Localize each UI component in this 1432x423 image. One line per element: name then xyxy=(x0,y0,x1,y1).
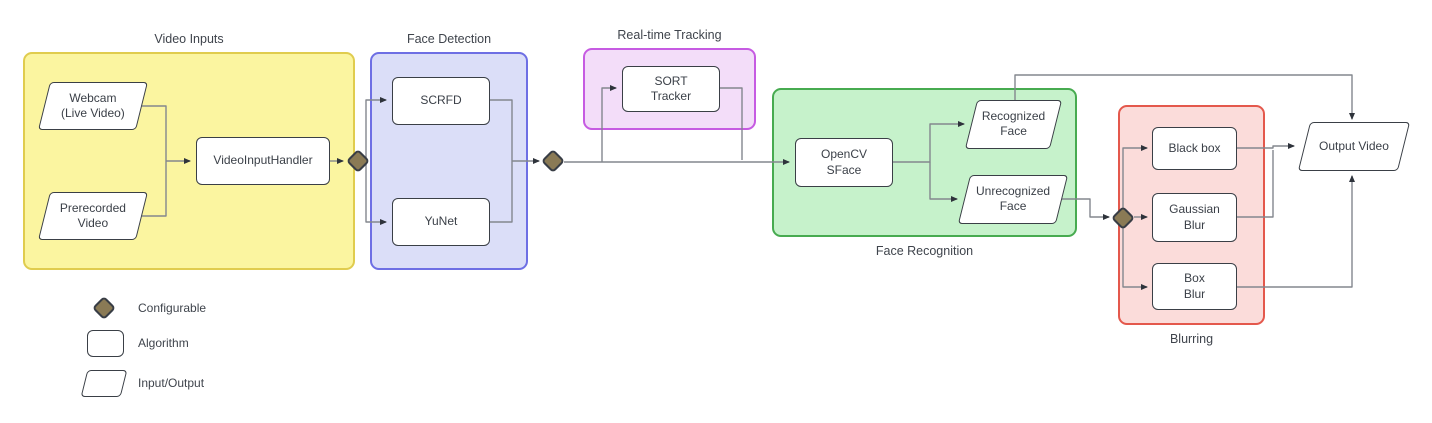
node-box-blur-label: Box Blur xyxy=(1183,271,1206,301)
node-box-blur: Box Blur xyxy=(1152,263,1237,310)
legend-algorithm-icon xyxy=(87,330,124,357)
node-black-box-label: Black box xyxy=(1168,140,1221,155)
node-opencv-sface-label: OpenCV SFace xyxy=(820,147,868,177)
node-prerecorded-video-label: Prerecorded Video xyxy=(59,200,127,230)
node-prerecorded-video: Prerecorded Video xyxy=(38,192,148,240)
configurable-diamond-2 xyxy=(542,150,564,172)
node-recognized-face: Recognized Face xyxy=(964,100,1063,149)
node-black-box: Black box xyxy=(1152,127,1237,170)
node-output-video: Output Video xyxy=(1297,122,1411,171)
group-title-face-recognition: Face Recognition xyxy=(875,244,974,258)
legend-algorithm-label: Algorithm xyxy=(138,336,189,350)
group-title-video-inputs: Video Inputs xyxy=(154,32,224,46)
node-yunet: YuNet xyxy=(392,198,490,246)
node-sort-tracker: SORT Tracker xyxy=(622,66,720,112)
node-yunet-label: YuNet xyxy=(424,214,458,229)
node-webcam-label: Webcam (Live Video) xyxy=(61,90,125,120)
node-gaussian-blur: Gaussian Blur xyxy=(1152,193,1237,242)
legend-configurable-icon xyxy=(93,297,115,319)
node-webcam: Webcam (Live Video) xyxy=(38,82,148,130)
node-unrecognized-face: Unrecognized Face xyxy=(957,175,1069,224)
legend-input-output-icon xyxy=(80,370,128,397)
legend-input-output-label: Input/Output xyxy=(138,376,205,390)
node-opencv-sface: OpenCV SFace xyxy=(795,138,893,187)
node-gaussian-blur-label: Gaussian Blur xyxy=(1169,202,1220,232)
group-title-real-time-tracking: Real-time Tracking xyxy=(617,28,722,42)
legend-configurable-label: Configurable xyxy=(138,301,207,315)
node-video-input-handler: VideoInputHandler xyxy=(196,137,330,185)
group-title-blurring: Blurring xyxy=(1169,332,1214,346)
node-scrfd: SCRFD xyxy=(392,77,490,125)
node-scrfd-label: SCRFD xyxy=(420,93,462,108)
node-output-video-label: Output Video xyxy=(1319,138,1389,153)
node-sort-tracker-label: SORT Tracker xyxy=(650,73,692,103)
node-unrecognized-face-label: Unrecognized Face xyxy=(975,184,1051,214)
node-video-input-handler-label: VideoInputHandler xyxy=(213,153,313,168)
group-title-face-detection: Face Detection xyxy=(406,32,492,46)
node-recognized-face-label: Recognized Face xyxy=(981,109,1046,139)
